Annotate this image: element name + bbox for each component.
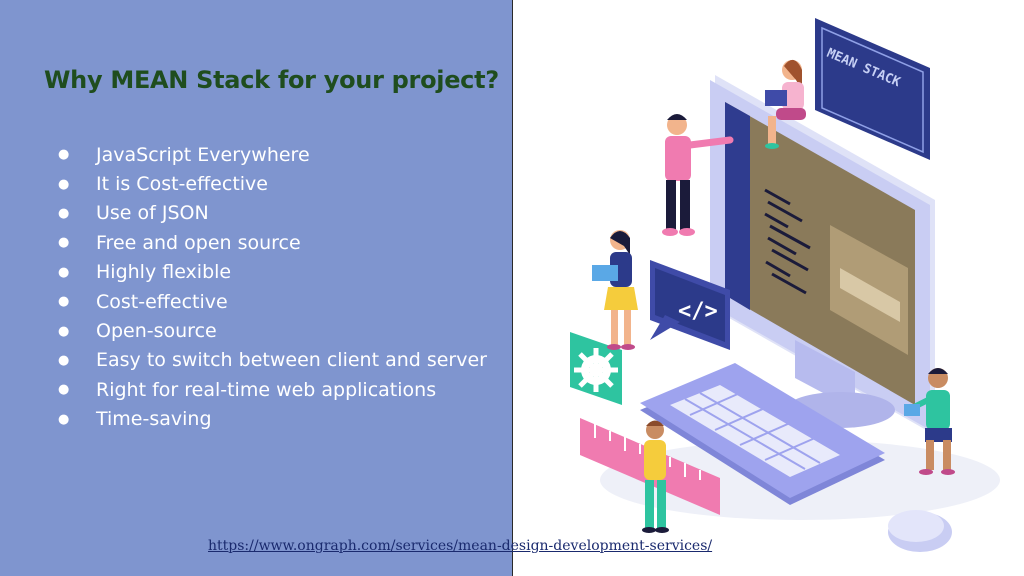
bullet-text: Highly flexible [96, 261, 232, 284]
list-item: ● Free and open source [58, 228, 487, 257]
person-ruler-icon [642, 420, 669, 533]
person-laptop-icon [592, 230, 638, 350]
bullet-icon: ● [58, 235, 70, 251]
bullet-text: Free and open source [96, 231, 301, 254]
bullet-text: JavaScript Everywhere [96, 143, 310, 166]
bullet-icon: ● [58, 382, 70, 398]
mean-stack-sign-icon: MEAN STACK [815, 18, 930, 160]
list-item: ● JavaScript Everywhere [58, 140, 487, 169]
person-standing-icon [904, 368, 955, 475]
list-item: ● Time-saving [58, 405, 487, 434]
bullet-text: Time-saving [96, 408, 212, 431]
developer-illustration: MEAN STACK </> [570, 18, 1000, 552]
left-panel: Why MEAN Stack for your project? ● JavaSc… [0, 0, 513, 576]
bullet-icon: ● [58, 294, 70, 310]
list-item: ● Use of JSON [58, 199, 487, 228]
list-item: ● It is Cost-effective [58, 169, 487, 198]
list-item: ● Right for real-time web applications [58, 375, 487, 404]
bullet-text: Use of JSON [96, 202, 209, 225]
bullet-icon: ● [58, 264, 70, 280]
bullet-icon: ● [58, 352, 70, 368]
bullet-text: Right for real-time web applications [96, 378, 437, 401]
list-item: ● Highly flexible [58, 258, 487, 287]
mouse-icon [888, 510, 952, 552]
list-item: ● Cost-effective [58, 287, 487, 316]
code-symbol: </> [678, 299, 718, 324]
person-sitting-icon [765, 59, 806, 149]
source-link[interactable]: https://www.ongraph.com/services/mean-de… [208, 538, 713, 554]
code-bubble-icon: </> [650, 260, 730, 350]
list-item: ● Open-source [58, 316, 487, 345]
gear-icon [570, 332, 622, 405]
bullet-text: It is Cost-effective [96, 173, 268, 196]
bullet-list: ● JavaScript Everywhere ● It is Cost-effec… [58, 140, 487, 434]
bullet-text: Cost-effective [96, 290, 228, 313]
person-pointing-icon [662, 114, 734, 236]
bullet-icon: ● [58, 147, 70, 163]
keyboard-icon [640, 363, 885, 505]
monitor-icon [710, 75, 935, 435]
bullet-icon: ● [58, 411, 70, 427]
bullet-text: Easy to switch between client and server [96, 349, 487, 372]
list-item: ● Easy to switch between client and serve… [58, 346, 487, 375]
bullet-icon: ● [58, 323, 70, 339]
bullet-text: Open-source [96, 320, 217, 343]
bullet-icon: ● [58, 205, 70, 221]
slide-title: Why MEAN Stack for your project? [44, 66, 499, 94]
bullet-icon: ● [58, 176, 70, 192]
